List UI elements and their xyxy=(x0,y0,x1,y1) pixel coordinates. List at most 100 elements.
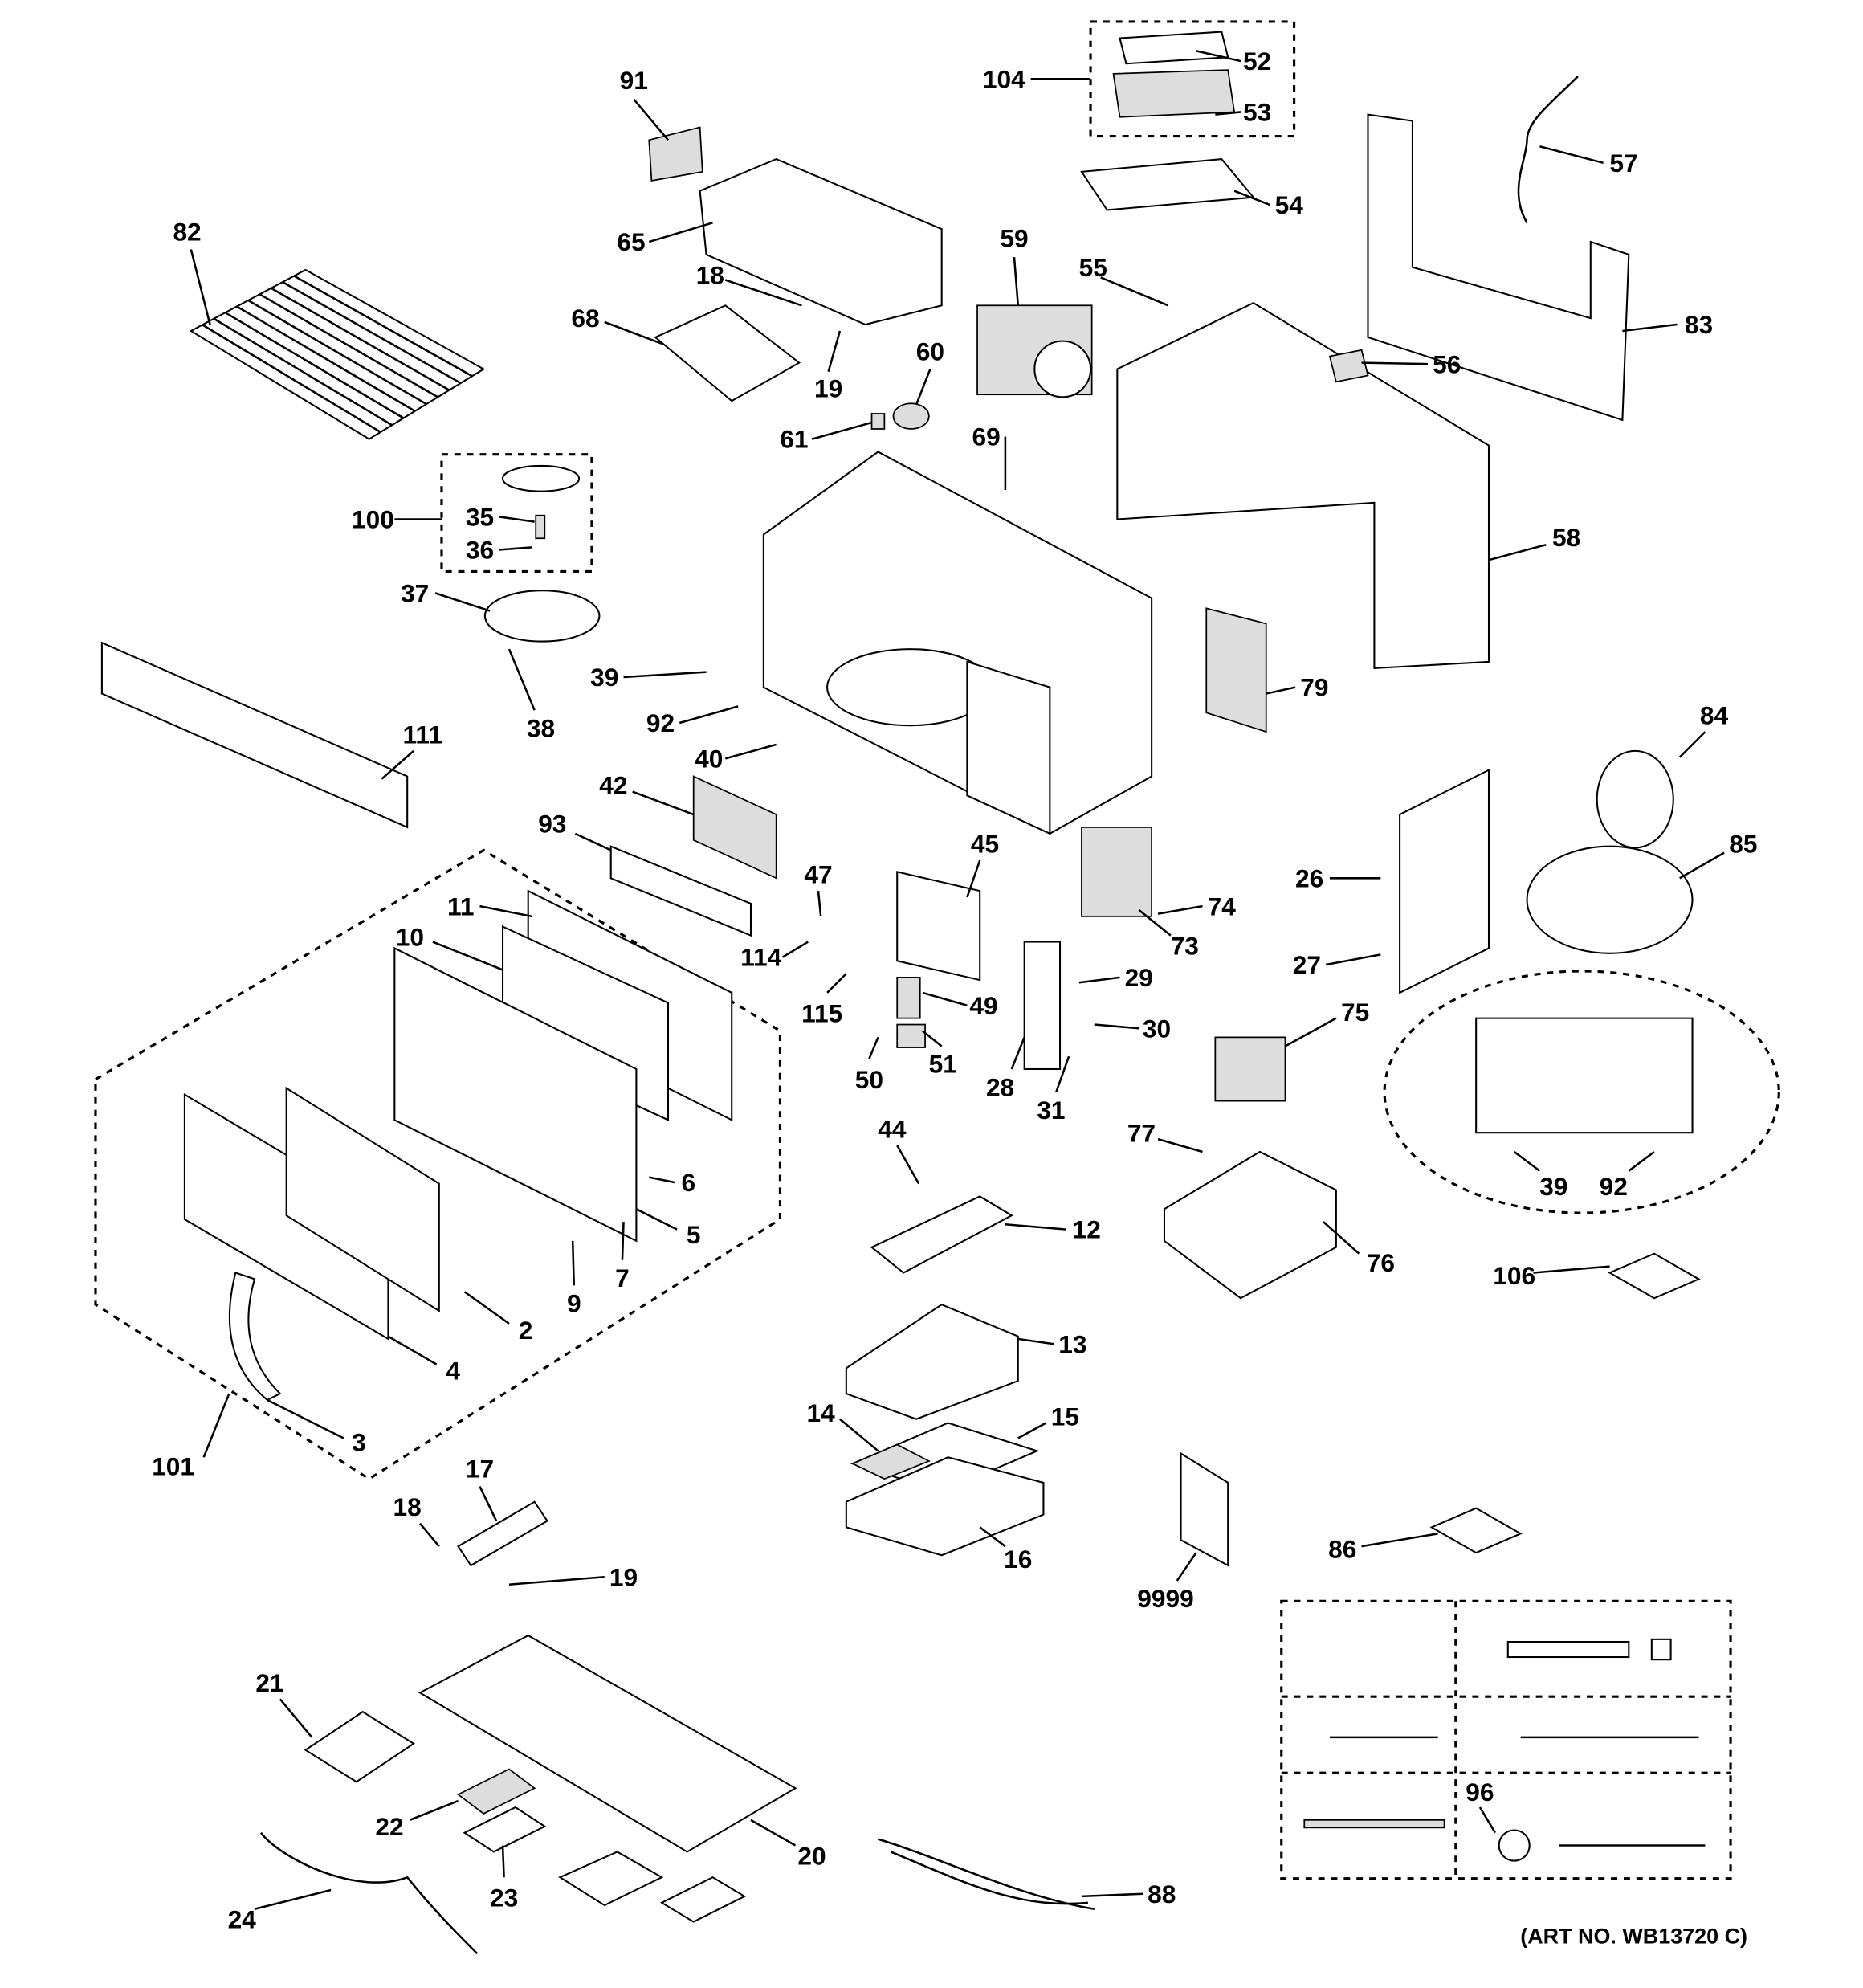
callout-7: 7 xyxy=(615,1263,630,1292)
kit-100-group-box xyxy=(440,453,593,574)
rack-wires xyxy=(202,275,473,434)
callout-21: 21 xyxy=(255,1668,283,1697)
callout-18: 18 xyxy=(393,1492,422,1521)
part-turntable-coupler xyxy=(501,464,581,492)
callout-35: 35 xyxy=(466,502,494,531)
callout-9: 9 xyxy=(567,1289,581,1318)
callout-13: 13 xyxy=(1058,1329,1086,1358)
kit-label xyxy=(1506,1640,1630,1659)
leader-line xyxy=(1678,731,1706,758)
callout-12: 12 xyxy=(1073,1215,1101,1244)
callout-111: 111 xyxy=(403,720,442,749)
rack-wire xyxy=(247,299,427,406)
callout-74: 74 xyxy=(1208,892,1237,921)
callout-79: 79 xyxy=(1300,673,1328,702)
part-37-roller-ring xyxy=(483,590,601,643)
part-93-cover xyxy=(609,845,752,937)
part-88-harness xyxy=(878,1838,1095,1911)
callout-39: 39 xyxy=(590,663,618,692)
callout-53: 53 xyxy=(1243,98,1271,127)
leader-line xyxy=(190,249,211,325)
leader-line xyxy=(1215,111,1241,116)
leader-line xyxy=(419,1522,440,1547)
rack-wire xyxy=(236,305,416,412)
leader-line xyxy=(633,98,669,141)
leader-line xyxy=(868,1036,879,1059)
leader-line xyxy=(1017,1422,1047,1439)
part-3-handle xyxy=(228,1272,282,1402)
callout-11: 11 xyxy=(447,892,475,921)
leader-line xyxy=(724,743,777,760)
leader-line xyxy=(1055,1055,1070,1092)
callout-2: 2 xyxy=(519,1316,533,1345)
callout-61: 61 xyxy=(780,425,808,454)
callout-52: 52 xyxy=(1243,47,1271,76)
part-35-shaft xyxy=(535,514,546,540)
leader-line xyxy=(839,1418,879,1452)
part-73-magnetron xyxy=(1081,827,1152,917)
leader-line xyxy=(817,891,822,916)
leader-line xyxy=(1100,276,1169,307)
callout-92: 92 xyxy=(1600,1172,1628,1201)
callout-83: 83 xyxy=(1685,310,1713,339)
leader-line xyxy=(1513,1150,1541,1172)
part-2-window xyxy=(285,1086,440,1312)
part-86-envelope xyxy=(1429,1507,1523,1554)
leader-line xyxy=(1176,1552,1197,1582)
part-9999-literature xyxy=(1180,1451,1229,1567)
leader-line xyxy=(915,369,932,406)
callout-65: 65 xyxy=(617,227,645,256)
kit-screw-head xyxy=(1498,1829,1531,1862)
part-83-mounting-plate xyxy=(1367,113,1630,422)
callout-20: 20 xyxy=(797,1841,826,1870)
leader-line xyxy=(1094,1023,1139,1030)
part-61-switch xyxy=(870,413,886,430)
leader-line xyxy=(463,1291,510,1325)
part-85-glass-tray xyxy=(1526,845,1694,954)
callout-30: 30 xyxy=(1143,1014,1171,1043)
part-22-filter xyxy=(456,1768,536,1815)
leader-line xyxy=(434,592,491,612)
leader-line xyxy=(1533,1265,1610,1274)
callout-45: 45 xyxy=(971,830,999,859)
callout-93: 93 xyxy=(538,809,566,838)
callout-40: 40 xyxy=(695,744,723,773)
part-54-cover xyxy=(1080,157,1255,211)
leader-line xyxy=(1078,976,1120,984)
part-111-vent-grille xyxy=(100,641,409,829)
kit-96-group-box xyxy=(1280,1599,1732,1880)
leader-line xyxy=(623,671,707,679)
leader-line xyxy=(1361,1533,1438,1548)
leader-line xyxy=(479,904,532,918)
leader-line xyxy=(501,1845,505,1878)
callout-86: 86 xyxy=(1328,1534,1356,1563)
callout-68: 68 xyxy=(571,304,599,333)
part-13-tray xyxy=(845,1303,1019,1420)
callout-44: 44 xyxy=(878,1115,907,1144)
callout-5: 5 xyxy=(687,1220,701,1249)
cavity-detail-group xyxy=(1383,970,1780,1214)
part-28-latch-board xyxy=(1023,941,1062,1071)
leader-lines xyxy=(190,50,1725,1910)
leader-line xyxy=(1622,323,1678,333)
part-56-bracket xyxy=(1328,349,1369,383)
rack-wire xyxy=(259,293,438,398)
callout-88: 88 xyxy=(1148,1880,1176,1908)
leader-line xyxy=(922,991,968,1006)
leader-line xyxy=(1266,686,1296,695)
leader-line xyxy=(632,790,695,816)
callout-59: 59 xyxy=(1000,223,1028,252)
callout-39: 39 xyxy=(1539,1172,1567,1201)
cavity-front-frame xyxy=(966,660,1051,835)
callout-15: 15 xyxy=(1051,1402,1079,1431)
part-76-base-plate xyxy=(1163,1150,1337,1300)
part-75-transformer xyxy=(1214,1036,1286,1102)
callout-69: 69 xyxy=(972,423,1001,451)
callout-73: 73 xyxy=(1171,931,1199,960)
callout-18: 18 xyxy=(696,260,724,289)
leader-line xyxy=(1005,1223,1067,1231)
leader-line xyxy=(750,1819,797,1847)
kit-small-label xyxy=(1650,1638,1672,1661)
part-52-filter xyxy=(1119,31,1229,65)
callout-92: 92 xyxy=(646,708,675,737)
